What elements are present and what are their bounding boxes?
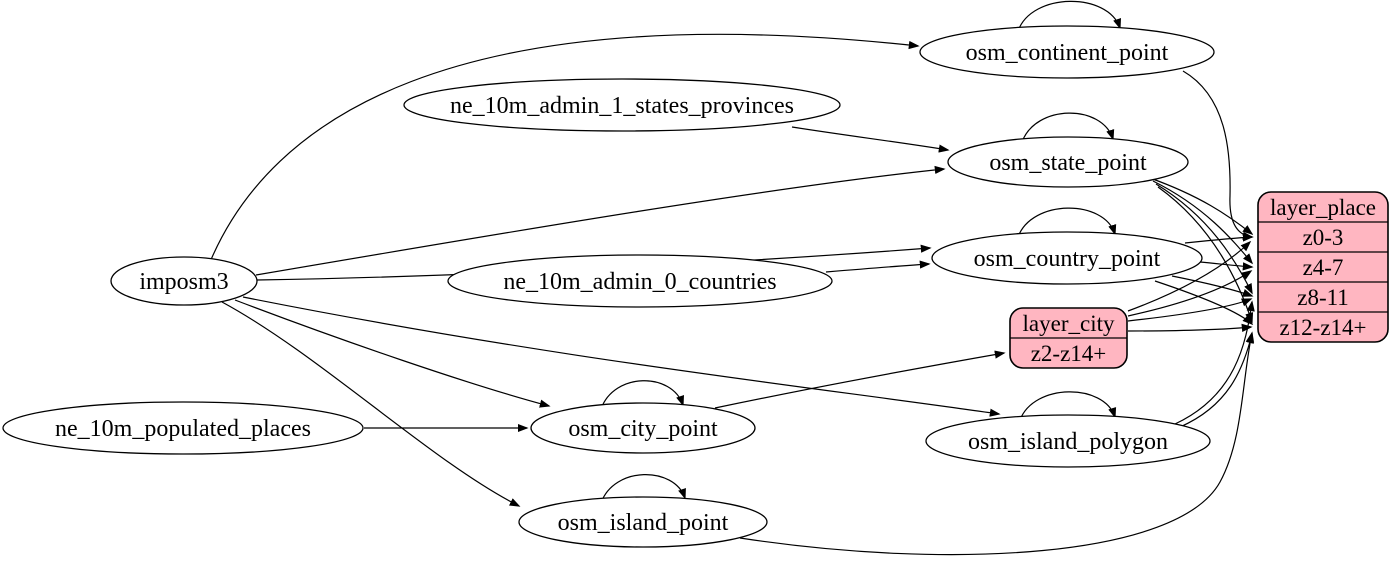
- edge-osm_state_point-to-osm_state_point-self-loop: [1021, 112, 1115, 143]
- edge-osm_island_polygon-to-layer_place-z12-z14+: [1179, 332, 1254, 428]
- record-layer_place: layer_place z0-3 z4-7 z8-11 z12-z14+: [1257, 191, 1389, 343]
- node-shape-ne_10m_admin_0_countries: [447, 254, 833, 308]
- record-title-layer_city-layer_city: layer_city: [1023, 311, 1115, 336]
- edge-osm_country_point-to-layer_place-z0-3: [1184, 233, 1254, 244]
- node-label-osm_island_polygon: osm_island_polygon: [968, 429, 1168, 455]
- record-shape-layer_place: [1257, 191, 1389, 343]
- node-osm_continent_point: osm_continent_point: [919, 25, 1215, 79]
- edge-ne_10m_admin_0_countries-to-osm_country_point: [825, 260, 931, 273]
- edge-osm_state_point-to-layer_place-z0-3: [1149, 177, 1254, 236]
- node-label-osm_country_point: osm_country_point: [974, 246, 1161, 272]
- record-row-layer_city-z2-z14+: z2-z14+: [1031, 341, 1107, 366]
- edge-imposm3-to-osm_city_point: [234, 299, 551, 408]
- node-osm_island_polygon: osm_island_polygon: [925, 414, 1211, 468]
- edge-osm_country_point-to-layer_place-z4-7: [1199, 261, 1254, 271]
- edge-osm_continent_point-to-osm_continent_point-self-loop: [1017, 0, 1121, 32]
- node-osm_country_point: osm_country_point: [931, 231, 1203, 285]
- node-shape-ne_10m_admin_1_states_provinces: [403, 78, 841, 132]
- node-osm_city_point: osm_city_point: [530, 402, 756, 454]
- node-label-ne_10m_populated_places: ne_10m_populated_places: [55, 416, 311, 442]
- node-shape-osm_state_point: [947, 136, 1189, 188]
- edge-osm_country_point-to-osm_country_point-self-loop: [1017, 207, 1117, 238]
- edge-osm_city_point-to-osm_city_point-self-loop: [600, 380, 684, 410]
- node-label-osm_state_point: osm_state_point: [989, 150, 1147, 176]
- node-label-osm_city_point: osm_city_point: [568, 416, 718, 442]
- edge-layer_city-to-layer_place-z0-3: [1127, 240, 1252, 312]
- edge-osm_state_point-to-layer_place-z8-11: [1155, 183, 1253, 295]
- edge-osm_country_point-to-layer_place-z12-z14+: [1154, 280, 1254, 326]
- nodes-layer: imposm3 ne_10m_admin_1_states_provincesne…: [2, 25, 1389, 548]
- record-row-layer_place-z4-7: z4-7: [1303, 255, 1344, 280]
- node-label-ne_10m_admin_0_countries: ne_10m_admin_0_countries: [503, 269, 776, 295]
- edge-imposm3-to-osm_island_polygon: [242, 296, 1001, 417]
- node-label-ne_10m_admin_1_states_provinces: ne_10m_admin_1_states_provinces: [450, 93, 794, 119]
- edge-ne_10m_admin_1_states_provinces-to-osm_state_point: [791, 126, 950, 153]
- node-shape-osm_continent_point: [919, 25, 1215, 79]
- edge-osm_state_point-to-layer_place-z4-7: [1152, 180, 1254, 265]
- edge-imposm3-to-osm_island_point: [221, 301, 521, 507]
- edge-imposm3-to-osm_state_point: [255, 165, 946, 276]
- node-label-imposm3: imposm3: [139, 269, 228, 295]
- edge-osm_country_point-to-layer_place-z8-11: [1171, 275, 1254, 297]
- node-shape-imposm3: [110, 256, 258, 306]
- record-row-layer_place-z12-z14+: z12-z14+: [1279, 315, 1366, 340]
- node-osm_state_point: osm_state_point: [947, 136, 1189, 188]
- edge-osm_island_point-to-osm_island_point-self-loop: [600, 474, 686, 504]
- node-osm_island_point: osm_island_point: [518, 496, 768, 548]
- node-ne_10m_admin_0_countries: ne_10m_admin_0_countries: [447, 254, 833, 308]
- node-shape-osm_island_point: [518, 496, 768, 548]
- node-ne_10m_populated_places: ne_10m_populated_places: [2, 401, 364, 455]
- edge-imposm3-to-osm_continent_point: [209, 33, 920, 263]
- node-shape-osm_country_point: [931, 231, 1203, 285]
- edges-layer: [209, 0, 1255, 556]
- node-label-osm_continent_point: osm_continent_point: [966, 40, 1169, 66]
- edge-layer_city-to-layer_place-z12-z14+: [1127, 323, 1253, 332]
- edge-osm_island_polygon-to-layer_place-z8-11: [1174, 300, 1255, 425]
- edge-osm_continent_point-to-layer_place-z0-3: [1182, 70, 1254, 240]
- node-shape-osm_city_point: [530, 402, 756, 454]
- edge-osm_island_polygon-to-osm_island_polygon-self-loop: [1019, 391, 1117, 421]
- edge-layer_city-to-layer_place-z8-11: [1127, 298, 1253, 322]
- record-layer_city: layer_city z2-z14+: [1009, 307, 1128, 369]
- node-label-osm_island_point: osm_island_point: [558, 510, 729, 536]
- edge-osm_city_point-to-layer_city-z2-z14+: [714, 350, 1006, 409]
- node-ne_10m_admin_1_states_provinces: ne_10m_admin_1_states_provinces: [403, 78, 841, 132]
- edge-osm_island_point-to-layer_place-z12-z14+: [739, 331, 1255, 556]
- edge-layer_city-to-layer_place-z4-7: [1127, 270, 1253, 317]
- node-shape-osm_island_polygon: [925, 414, 1211, 468]
- record-row-layer_place-z8-11: z8-11: [1297, 285, 1349, 310]
- node-shape-ne_10m_populated_places: [2, 401, 364, 455]
- record-row-layer_place-z0-3: z0-3: [1303, 225, 1344, 250]
- record-title-layer_place-layer_place: layer_place: [1270, 195, 1376, 220]
- node-imposm3: imposm3: [110, 256, 258, 306]
